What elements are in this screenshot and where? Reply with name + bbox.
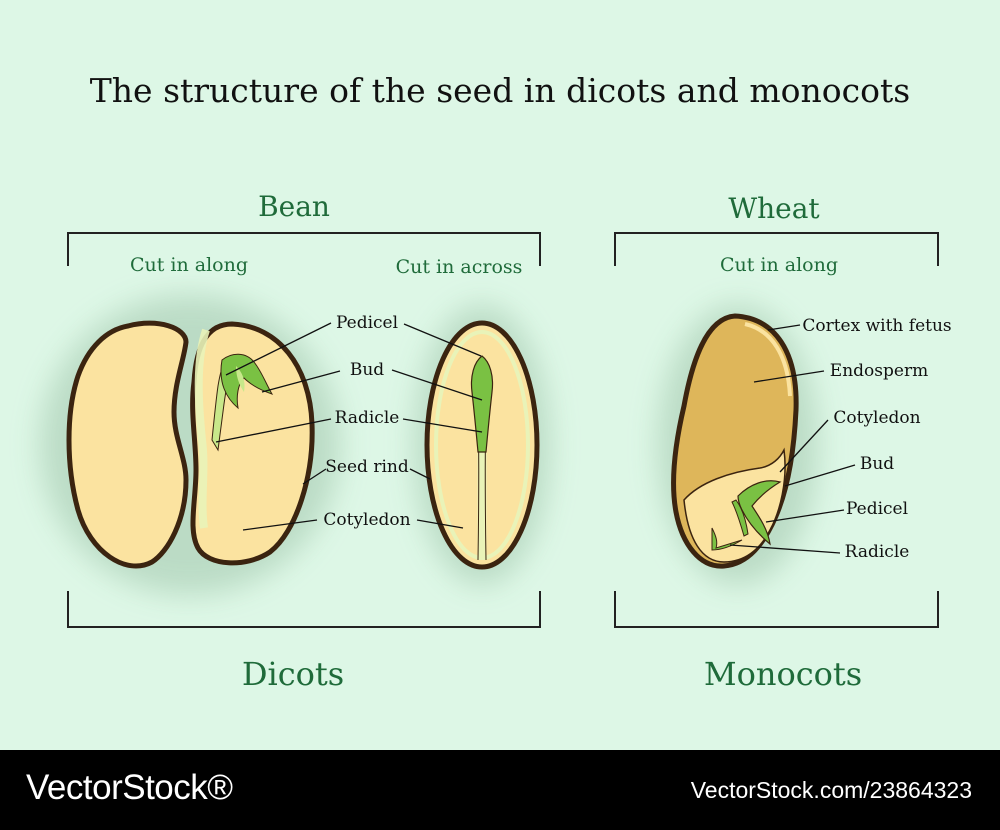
wheat-label-cotyledon: Cotyledon: [833, 408, 920, 428]
seed-structure-diagram: The structure of the seed in dicots and …: [40, 71, 952, 693]
monocots-group-label: Monocots: [704, 655, 862, 693]
bean-top-bracket: [67, 232, 541, 266]
image-id: VectorStock.com/23864323: [690, 777, 972, 803]
bean-label-seed-rind: Seed rind: [325, 457, 409, 477]
bean-label-pedicel: Pedicel: [336, 313, 398, 333]
wheat-label-radicle: Radicle: [845, 542, 910, 562]
wheat-embryo-pedicel: [731, 499, 749, 537]
vectorstock-logo: VectorStock®: [26, 768, 233, 807]
watermark-footer: VectorStock® VectorStock.com/23864323: [0, 750, 1000, 830]
monocots-bottom-bracket: [614, 591, 939, 628]
bean-heading: Bean: [258, 190, 330, 223]
bean-cross-embryo: [470, 355, 494, 453]
bean-embryo-pedicel: [236, 366, 245, 392]
wheat-label-bud: Bud: [860, 454, 894, 474]
wheat-heading: Wheat: [728, 192, 820, 225]
bean-embryo-bud: [220, 353, 274, 410]
bean-label-list: Pedicel Bud Radicle Seed rind Cotyledon: [323, 313, 410, 530]
wheat-label-list: Cortex with fetus Endosperm Cotyledon Bu…: [802, 316, 951, 562]
dicots-group-label: Dicots: [242, 655, 344, 693]
bean-cut-along-label: Cut in along: [130, 254, 248, 276]
bean-label-cotyledon: Cotyledon: [323, 510, 410, 530]
bean-label-bud: Bud: [350, 360, 384, 380]
wheat-label-pedicel: Pedicel: [846, 499, 908, 519]
wheat-label-cortex: Cortex with fetus: [802, 316, 951, 336]
bean-label-radicle: Radicle: [335, 408, 400, 428]
bean-leader-lines: [215, 322, 483, 531]
bean-left-cotyledon: [66, 320, 189, 569]
wheat-label-endosperm: Endosperm: [830, 361, 928, 381]
wheat-cut-along-label: Cut in along: [720, 254, 838, 276]
wheat-leader-lines: [729, 324, 856, 554]
page-title: The structure of the seed in dicots and …: [90, 71, 910, 110]
wheat-cortex-highlight: [744, 322, 792, 397]
dicots-bottom-bracket: [67, 591, 541, 628]
wheat-embryo-radicle: [711, 527, 743, 551]
bean-cut-across-label: Cut in across: [396, 256, 523, 278]
bean-seed-rind-inner: [194, 328, 210, 529]
wheat-top-bracket: [614, 232, 939, 266]
